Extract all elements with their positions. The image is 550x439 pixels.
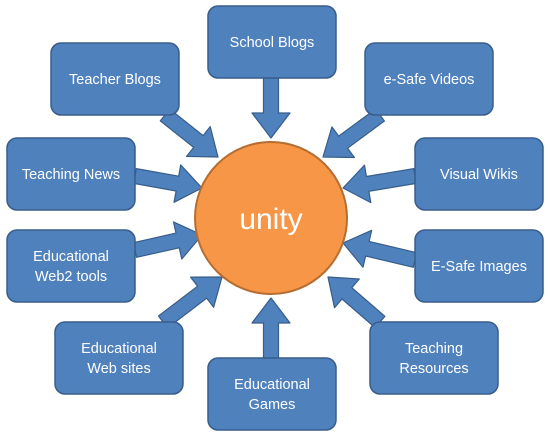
node-label-school-blogs-line-1: School Blogs	[230, 35, 315, 51]
node-label-educational-games-line-2: Games	[249, 397, 296, 413]
node-box-educational-web2-tools	[6, 229, 136, 303]
node-visual-wikis: Visual Wikis	[414, 137, 544, 211]
node-label-educational-web-sites-line-1: Educational	[81, 341, 157, 357]
node-esafe-images: E-Safe Images	[414, 229, 544, 303]
node-label-educational-web-sites-line-2: Web sites	[87, 361, 150, 377]
arrow-school-blogs	[251, 77, 291, 139]
arrow-teacher-blogs	[159, 108, 219, 158]
node-box-esafe-videos	[364, 42, 494, 116]
node-school-blogs: School Blogs	[207, 5, 337, 79]
node-label-educational-games-line-1: Educational	[234, 377, 310, 393]
unity-hub-circle	[194, 141, 348, 295]
arrow-esafe-images	[342, 229, 418, 268]
node-label-educational-web2-tools-line-1: Educational	[33, 249, 109, 265]
arrow-educational-games	[251, 297, 291, 359]
node-box-esafe-images	[414, 229, 544, 303]
arrow-teaching-resources	[327, 276, 386, 329]
node-box-teaching-resources	[369, 321, 499, 395]
arrow-visual-wikis	[342, 164, 417, 204]
node-label-esafe-videos-line-1: e-Safe Videos	[384, 72, 475, 88]
node-label-teacher-blogs-line-1: Teacher Blogs	[69, 72, 161, 88]
node-box-teacher-blogs	[50, 42, 180, 116]
node-label-esafe-images-line-1: E-Safe Images	[431, 259, 527, 275]
node-label-visual-wikis-line-1: Visual Wikis	[440, 167, 518, 183]
node-teacher-blogs: Teacher Blogs	[50, 42, 180, 116]
node-label-teaching-resources-line-1: Teaching	[405, 341, 463, 357]
node-teaching-news: Teaching News	[6, 137, 136, 211]
arrow-educational-web2-tools	[132, 221, 203, 260]
node-box-school-blogs	[207, 5, 337, 79]
arrow-teaching-news	[133, 164, 203, 203]
arrow-educational-web-sites	[157, 276, 223, 329]
node-box-educational-games	[207, 357, 337, 431]
node-box-teaching-news	[6, 137, 136, 211]
node-label-educational-web2-tools-line-2: Web2 tools	[35, 269, 107, 285]
node-label-teaching-news-line-1: Teaching News	[22, 167, 120, 183]
node-label-teaching-resources-line-2: Resources	[399, 361, 468, 377]
unity-hub-label: unity	[239, 203, 302, 236]
node-esafe-videos: e-Safe Videos	[364, 42, 494, 116]
node-box-visual-wikis	[414, 137, 544, 211]
node-box-educational-web-sites	[54, 321, 184, 395]
arrow-esafe-videos	[322, 108, 385, 159]
